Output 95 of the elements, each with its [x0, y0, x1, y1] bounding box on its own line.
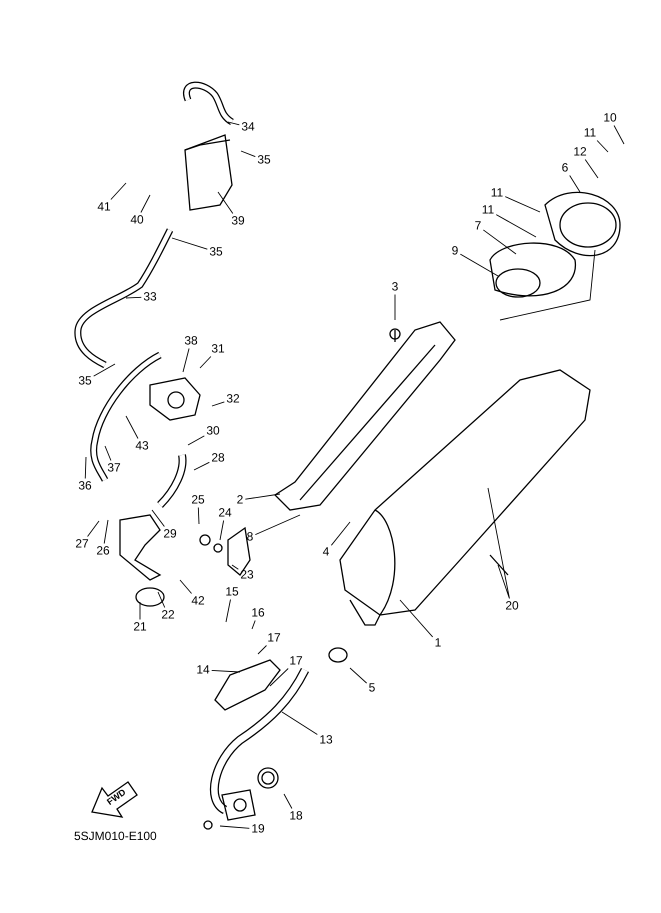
leader-line [394, 294, 396, 320]
leader-line [400, 600, 434, 638]
callout-number: 39 [230, 214, 246, 228]
callout-number: 1 [434, 636, 442, 650]
leader-line [188, 435, 205, 446]
leader-line [252, 620, 256, 630]
callout-number: 31 [210, 342, 226, 356]
callout-number: 13 [318, 734, 334, 746]
leader-line [350, 668, 368, 684]
leader-line [198, 507, 200, 524]
leader-line [496, 214, 536, 238]
callout-number: 2 [236, 494, 244, 506]
callout-number: 14 [195, 664, 211, 676]
callout-number: 3 [390, 280, 400, 294]
callout-number: 6 [560, 162, 570, 174]
callout-number: 40 [129, 214, 145, 226]
callout-number: 17 [288, 654, 304, 668]
leader-line [254, 514, 300, 536]
leader-line [282, 712, 318, 735]
leader-line [104, 446, 112, 461]
callout-number: 4 [322, 546, 330, 558]
leader-line [482, 230, 516, 254]
callout-number: 29 [162, 528, 178, 540]
callout-number: 16 [250, 606, 266, 620]
callout-number: 7 [474, 220, 482, 232]
callout-number: 38 [183, 334, 199, 348]
leader-line [240, 150, 256, 158]
leader-line [200, 356, 212, 368]
leader-line [158, 592, 166, 608]
leader-line [220, 826, 250, 829]
callout-number: 24 [217, 506, 233, 520]
callout-number: 25 [190, 494, 206, 506]
callout-number: 42 [190, 594, 206, 608]
callout-number: 11 [490, 186, 504, 200]
callout-number: 33 [142, 290, 158, 304]
leader-line [182, 348, 190, 372]
callout-number: 11 [582, 126, 598, 140]
callout-number: 35 [256, 154, 272, 166]
leader-line [218, 192, 234, 214]
leader-line [220, 520, 224, 540]
callout-number: 9 [450, 244, 460, 258]
leader-line [460, 254, 498, 276]
leader-line [284, 794, 292, 809]
leader-line [584, 159, 598, 178]
leader-line [232, 564, 239, 570]
callout-number: 8 [246, 530, 254, 544]
callout-number: 37 [106, 462, 122, 474]
leader-line [500, 175, 596, 320]
callout-number: 5 [368, 682, 376, 694]
callout-number: 28 [210, 452, 226, 464]
leader-line [84, 456, 86, 479]
leader-line [212, 401, 225, 406]
callout-number: 10 [602, 112, 618, 124]
leader-line [488, 488, 510, 599]
callout-number: 35 [77, 374, 93, 388]
callout-number: 36 [77, 480, 93, 492]
leader-line [226, 599, 231, 622]
callout-number: 27 [74, 538, 90, 550]
leader-line [258, 645, 267, 654]
callout-number: 30 [205, 424, 221, 438]
leader-line [228, 122, 240, 126]
callout-number: 32 [225, 392, 241, 406]
leader-line [180, 580, 192, 594]
callout-number: 41 [96, 200, 112, 214]
drawing-code: 5SJM010-E100 [74, 829, 157, 843]
callout-number: 22 [160, 608, 176, 622]
leader-line [152, 510, 165, 527]
leader-line [104, 520, 108, 544]
callout-number: 12 [572, 146, 588, 158]
leader-line [614, 125, 624, 144]
callout-number: 34 [240, 120, 256, 134]
callout-number: 21 [132, 620, 148, 634]
callout-number: 17 [266, 632, 282, 644]
leader-line [126, 416, 138, 439]
callout-number: 11 [480, 204, 496, 216]
callout-number: 35 [208, 246, 224, 258]
leader-line [504, 196, 540, 212]
callout-number: 43 [134, 440, 150, 452]
leader-line [194, 462, 210, 470]
leader-line [93, 364, 116, 377]
callout-number: 15 [224, 586, 240, 598]
leader-line [87, 520, 100, 537]
leader-line [211, 670, 240, 672]
callout-number: 20 [504, 600, 520, 612]
leader-line [140, 194, 150, 213]
leader-line [172, 238, 208, 250]
leader-line [596, 140, 608, 152]
leader-line [244, 494, 280, 500]
callout-number: 18 [288, 810, 304, 822]
callout-number: 19 [250, 822, 266, 836]
callout-number: 26 [95, 544, 111, 558]
leader-line [126, 296, 142, 298]
leader-line [330, 522, 350, 546]
leader-line [270, 668, 289, 686]
leader-line [110, 182, 126, 200]
